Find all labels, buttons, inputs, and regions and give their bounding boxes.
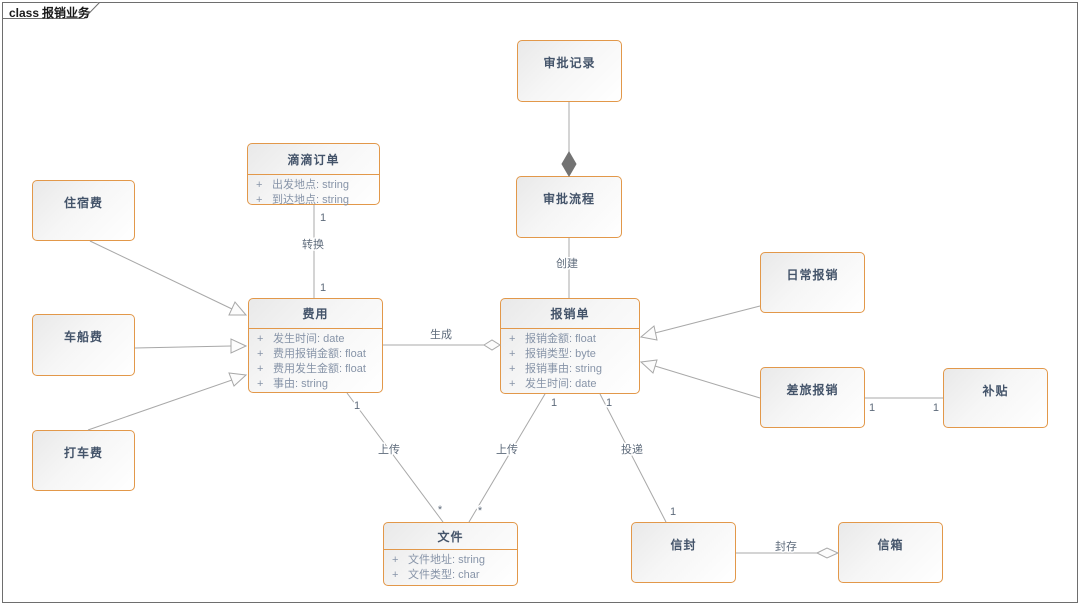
class-title: 审批流程 bbox=[542, 192, 595, 206]
class-approval-record[interactable]: 审批记录 bbox=[517, 40, 622, 102]
attribute-row: + 发生时间: date bbox=[501, 377, 639, 392]
class-title: 报销单 bbox=[501, 299, 639, 329]
attribute-text: 报销类型: byte bbox=[525, 348, 596, 360]
attribute-text: 报销事由: string bbox=[525, 363, 603, 375]
class-daily-reimbursement[interactable]: 日常报销 bbox=[760, 252, 865, 313]
class-title: 信箱 bbox=[877, 538, 904, 552]
attribute-row: + 费用发生金额: float bbox=[249, 362, 382, 377]
attribute-text: 发生时间: date bbox=[525, 378, 597, 390]
class-title: 文件 bbox=[384, 523, 517, 550]
class-mailbox[interactable]: 信箱 bbox=[838, 522, 943, 583]
attribute-row: + 报销金额: float bbox=[501, 332, 639, 347]
visibility-marker: + bbox=[256, 194, 263, 206]
attribute-row: + 文件类型: char bbox=[384, 568, 517, 583]
class-approval-process[interactable]: 审批流程 bbox=[516, 176, 622, 238]
class-attributes: + 出发地点: string + 到达地点: string bbox=[248, 175, 379, 208]
class-attributes: + 文件地址: string + 文件类型: char bbox=[384, 550, 517, 583]
class-accommodation-fee[interactable]: 住宿费 bbox=[32, 180, 135, 241]
visibility-marker: + bbox=[509, 378, 516, 390]
class-vehicle-fee[interactable]: 车船费 bbox=[32, 314, 135, 376]
attribute-row: + 出发地点: string bbox=[248, 178, 379, 193]
attribute-row: + 事由: string bbox=[249, 377, 382, 392]
visibility-marker: + bbox=[257, 363, 264, 375]
class-didi-order[interactable]: 滴滴订单 + 出发地点: string + 到达地点: string bbox=[247, 143, 380, 208]
class-title: 打车费 bbox=[63, 446, 103, 460]
class-title: 审批记录 bbox=[543, 56, 596, 70]
class-envelope[interactable]: 信封 bbox=[631, 522, 736, 583]
class-reimbursement-form[interactable]: 报销单 + 报销金额: float + 报销类型: byte + 报销事由: stri… bbox=[500, 298, 640, 394]
attribute-text: 发生时间: date bbox=[273, 333, 345, 345]
class-title: 车船费 bbox=[63, 330, 103, 344]
attribute-row: + 文件地址: string bbox=[384, 553, 517, 568]
attribute-row: + 费用报销金额: float bbox=[249, 347, 382, 362]
attribute-text: 出发地点: string bbox=[272, 179, 350, 191]
visibility-marker: + bbox=[509, 348, 516, 360]
class-title: 滴滴订单 bbox=[248, 144, 379, 175]
class-expense[interactable]: 费用 + 发生时间: date + 费用报销金额: float + 费用发生金额: f… bbox=[248, 298, 383, 393]
class-taxi-fee[interactable]: 打车费 bbox=[32, 430, 135, 491]
visibility-marker: + bbox=[392, 554, 399, 566]
class-title: 日常报销 bbox=[786, 268, 839, 282]
class-title: 费用 bbox=[249, 299, 382, 329]
attribute-text: 文件地址: string bbox=[408, 554, 486, 566]
attribute-text: 事由: string bbox=[273, 378, 329, 390]
visibility-marker: + bbox=[509, 333, 516, 345]
attribute-text: 到达地点: string bbox=[272, 194, 350, 206]
class-title: 差旅报销 bbox=[786, 383, 839, 397]
attribute-row: + 报销事由: string bbox=[501, 362, 639, 377]
frame-title-text: 报销业务 bbox=[42, 6, 91, 20]
visibility-marker: + bbox=[257, 348, 264, 360]
class-title: 信封 bbox=[670, 538, 697, 552]
frame-keyword: class bbox=[9, 6, 40, 20]
visibility-marker: + bbox=[257, 333, 264, 345]
visibility-marker: + bbox=[257, 378, 264, 390]
attribute-row: + 发生时间: date bbox=[249, 332, 382, 347]
attribute-text: 文件类型: char bbox=[408, 569, 480, 581]
class-attributes: + 报销金额: float + 报销类型: byte + 报销事由: string +… bbox=[501, 329, 639, 392]
visibility-marker: + bbox=[392, 569, 399, 581]
class-title: 住宿费 bbox=[63, 196, 103, 210]
visibility-marker: + bbox=[256, 179, 263, 191]
class-travel-reimbursement[interactable]: 差旅报销 bbox=[760, 367, 865, 428]
visibility-marker: + bbox=[509, 363, 516, 375]
attribute-row: + 报销类型: byte bbox=[501, 347, 639, 362]
class-file[interactable]: 文件 + 文件地址: string + 文件类型: char bbox=[383, 522, 518, 586]
attribute-text: 费用发生金额: float bbox=[273, 363, 366, 375]
attribute-row: + 到达地点: string bbox=[248, 193, 379, 208]
class-attributes: + 发生时间: date + 费用报销金额: float + 费用发生金额: floa… bbox=[249, 329, 382, 392]
attribute-text: 费用报销金额: float bbox=[273, 348, 366, 360]
class-title: 补贴 bbox=[982, 384, 1009, 398]
attribute-text: 报销金额: float bbox=[525, 333, 596, 345]
class-subsidy[interactable]: 补贴 bbox=[943, 368, 1048, 428]
